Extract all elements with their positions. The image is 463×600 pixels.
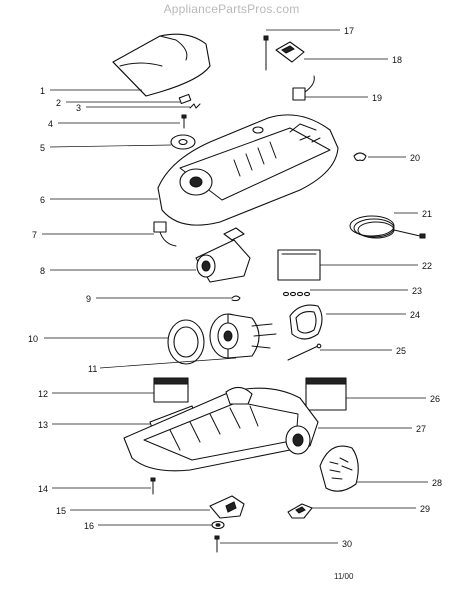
part-7-connector[interactable] xyxy=(153,221,177,247)
callout-10: 10 xyxy=(28,334,38,344)
part-24-seal[interactable] xyxy=(289,304,323,340)
callout-9: 9 xyxy=(86,294,91,304)
leader-lines xyxy=(42,29,428,544)
callout-23: 23 xyxy=(412,286,422,296)
part-9-clip[interactable] xyxy=(231,295,241,302)
callout-30: 30 xyxy=(342,539,352,549)
callout-7: 7 xyxy=(32,230,37,240)
callout-19: 19 xyxy=(372,93,382,103)
callout-25: 25 xyxy=(396,346,406,356)
callout-11: 11 xyxy=(88,364,97,374)
callout-26: 26 xyxy=(430,394,440,404)
part-5-disc[interactable] xyxy=(170,134,196,150)
callout-5: 5 xyxy=(40,143,45,153)
part-1-lid[interactable] xyxy=(112,33,211,97)
callout-6: 6 xyxy=(40,195,45,205)
part-21-cord[interactable] xyxy=(349,215,426,239)
part-22-filter[interactable] xyxy=(277,249,321,281)
part-20-clip[interactable] xyxy=(353,152,367,162)
callout-14: 14 xyxy=(38,484,48,494)
part-30-screw[interactable] xyxy=(214,535,220,553)
callout-12: 12 xyxy=(38,389,48,399)
callout-24: 24 xyxy=(410,310,420,320)
part-27-base[interactable] xyxy=(123,386,319,472)
part-28-wheel-cover[interactable] xyxy=(319,445,359,492)
callout-labels: 1 2 3 4 5 6 7 8 9 10 11 12 13 14 15 16 1… xyxy=(28,26,442,549)
part-19-switch[interactable] xyxy=(292,75,315,101)
part-6-upper-housing[interactable] xyxy=(157,114,339,226)
callout-20: 20 xyxy=(410,153,420,163)
part-3-spring[interactable] xyxy=(189,103,201,109)
part-4-screw[interactable] xyxy=(181,114,187,129)
callout-2: 2 xyxy=(56,98,61,108)
part-18-button[interactable] xyxy=(275,41,305,63)
callout-16: 16 xyxy=(84,521,94,531)
part-12-filter[interactable] xyxy=(153,377,189,403)
part-16-washer[interactable] xyxy=(211,520,225,530)
callout-28: 28 xyxy=(432,478,442,488)
callout-13: 13 xyxy=(38,420,48,430)
callout-15: 15 xyxy=(56,506,66,516)
part-14-screw[interactable] xyxy=(150,477,156,495)
footer-date: 11/00 xyxy=(334,572,354,581)
part-10-gasket[interactable] xyxy=(167,319,205,365)
watermark: AppliancePartsPros.com xyxy=(163,2,300,16)
callout-27: 27 xyxy=(416,424,426,434)
part-15-bracket[interactable] xyxy=(209,495,245,519)
callout-3: 3 xyxy=(76,103,81,113)
callout-18: 18 xyxy=(392,55,402,65)
part-17-screw[interactable] xyxy=(263,35,269,71)
callout-4: 4 xyxy=(48,119,53,129)
part-23-pads[interactable] xyxy=(282,291,311,297)
part-29-latch[interactable] xyxy=(287,503,313,519)
callout-17: 17 xyxy=(344,26,354,36)
part-2-latch[interactable] xyxy=(178,93,192,105)
part-26-filter[interactable] xyxy=(305,377,347,411)
part-25-rod[interactable] xyxy=(287,343,322,361)
callout-29: 29 xyxy=(420,504,430,514)
callout-1: 1 xyxy=(40,86,45,96)
callout-8: 8 xyxy=(40,266,45,276)
part-11-motor[interactable] xyxy=(209,313,277,359)
part-8-holder[interactable] xyxy=(195,227,251,283)
callout-22: 22 xyxy=(422,261,432,271)
callout-21: 21 xyxy=(422,209,432,219)
